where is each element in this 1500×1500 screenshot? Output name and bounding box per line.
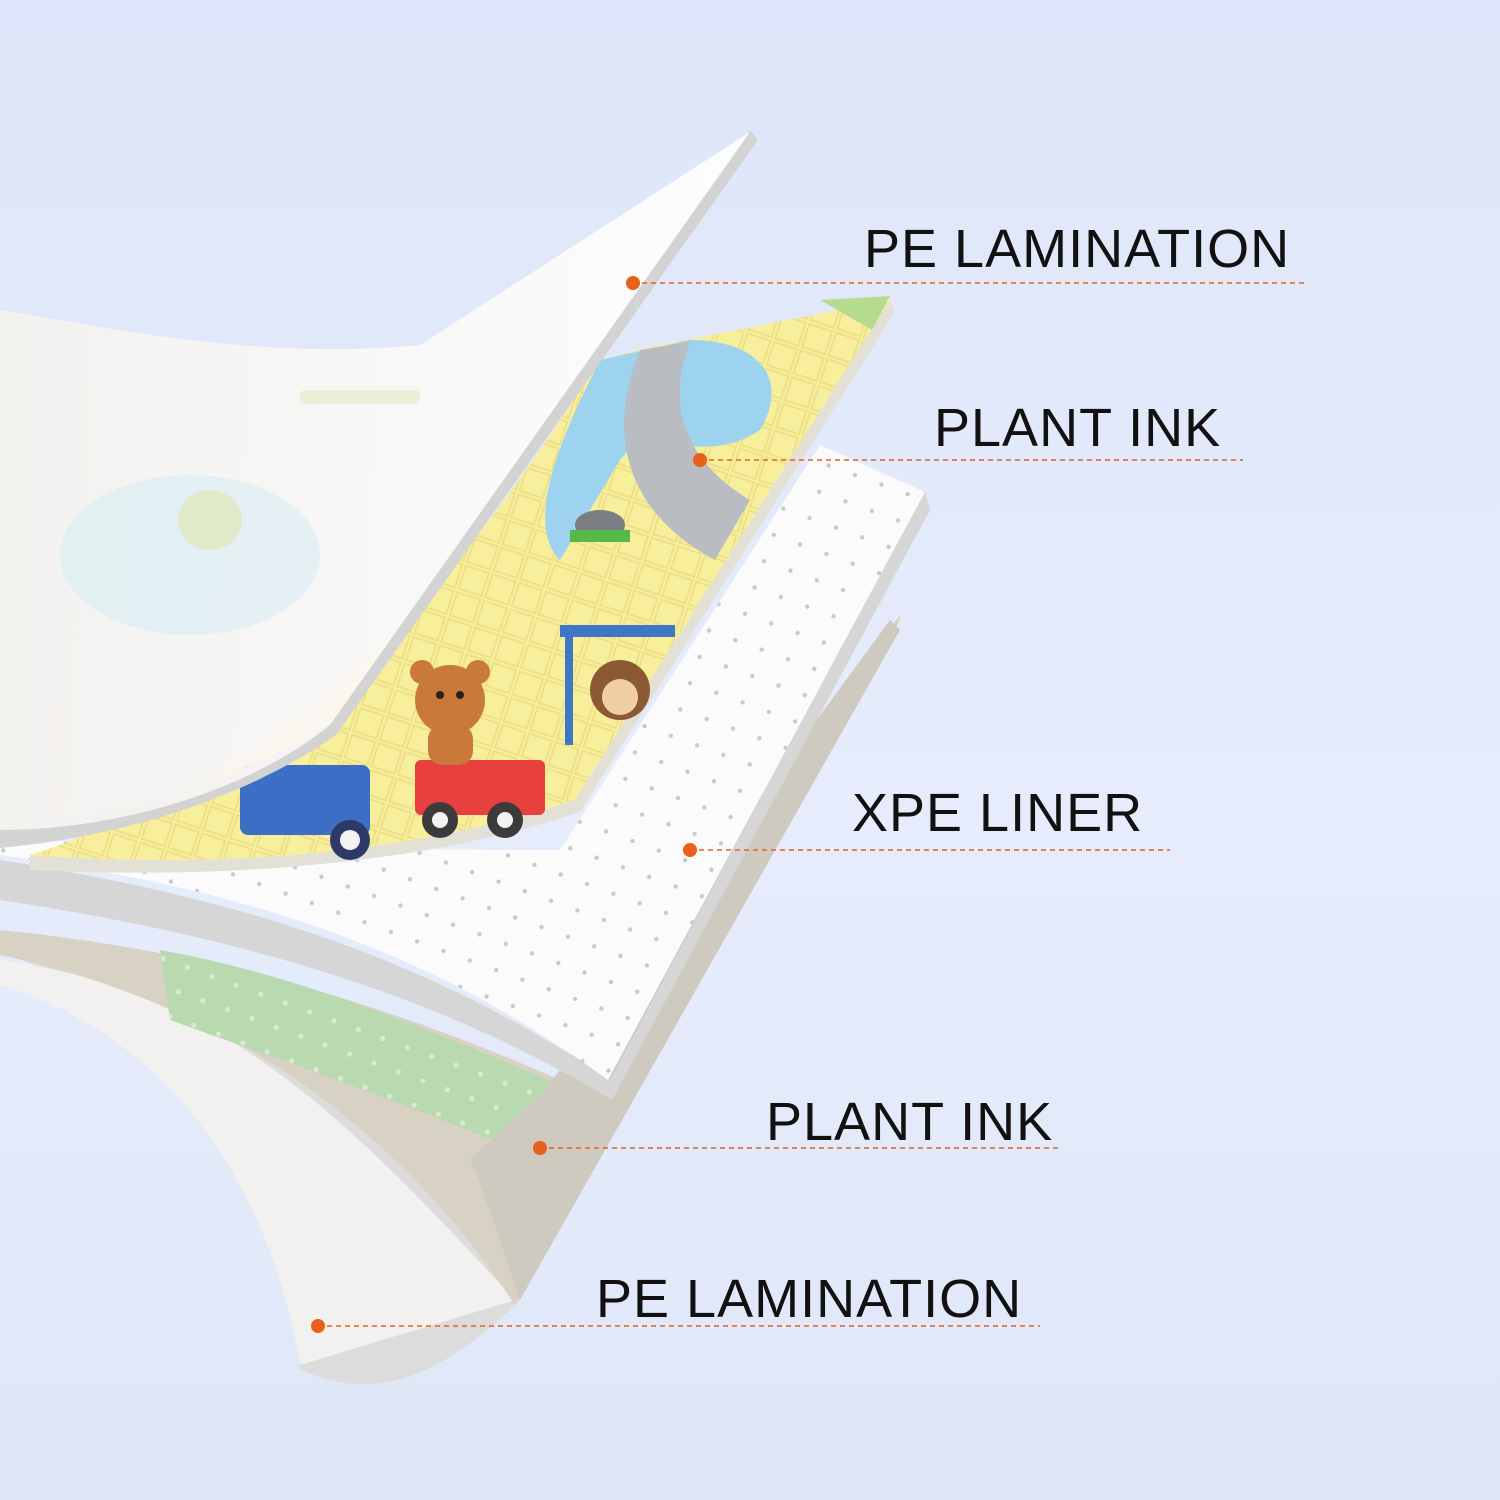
- top-pe-sheet-face: [0, 132, 750, 830]
- label-xpe-liner: XPE LINER: [852, 783, 1144, 843]
- print-train-car-mid: [415, 760, 545, 815]
- callout-dot-1: [626, 276, 640, 290]
- label-plant-ink-bottom: PLANT INK: [766, 1092, 1054, 1152]
- label-pe-lamination-bottom: PE LAMINATION: [596, 1269, 1023, 1329]
- print-train-car-left: [240, 765, 370, 835]
- callout-dot-4: [533, 1141, 547, 1155]
- top-print-edge: [30, 300, 895, 873]
- print-monkey-cart: [560, 625, 675, 637]
- print-water: [545, 340, 772, 560]
- callout-dot-5: [311, 1319, 325, 1333]
- bottom-pe-sheet-face: [0, 960, 515, 1365]
- label-pe-lamination-top: PE LAMINATION: [864, 219, 1291, 279]
- print-road: [624, 342, 750, 560]
- label-plant-ink-top: PLANT INK: [934, 398, 1222, 458]
- print-bear-head: [415, 665, 485, 735]
- callout-dot-2: [693, 453, 707, 467]
- faint-frog: [178, 490, 242, 550]
- callout-dot-3: [683, 843, 697, 857]
- faint-pond: [60, 475, 320, 635]
- print-green-corner: [820, 296, 890, 330]
